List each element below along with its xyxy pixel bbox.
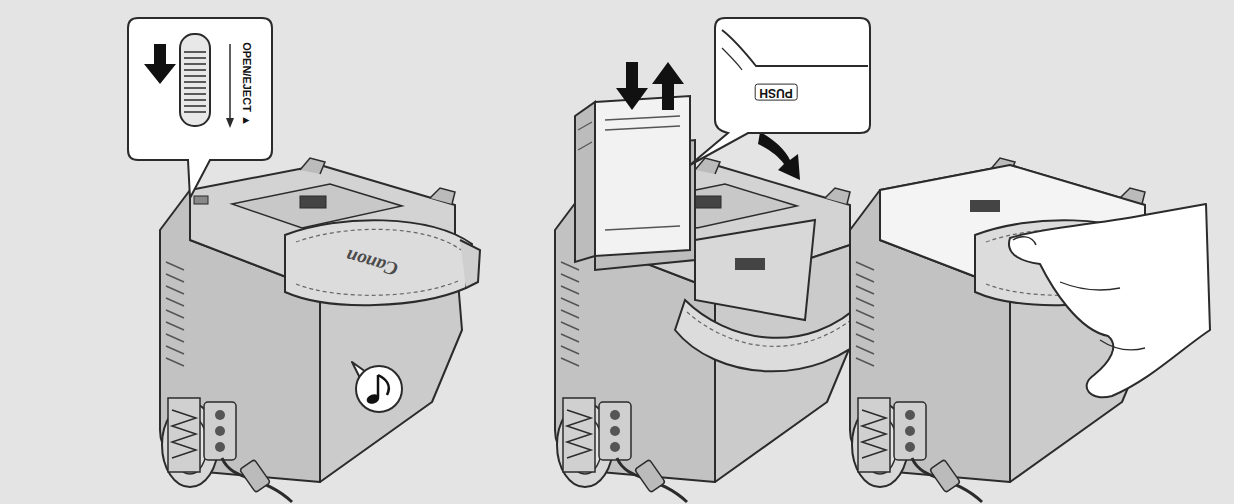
cassette-edge-detail (722, 48, 742, 70)
eject-switch (180, 34, 210, 126)
camcorder-open (687, 312, 861, 346)
insert-arrows (616, 62, 648, 110)
switch-label: OPEN/EJECT ▲ (241, 42, 253, 126)
eject-switch (226, 118, 234, 128)
eject-switch (144, 34, 234, 128)
callout-box: OPEN/EJECT ▲ (128, 18, 272, 160)
beep-icon (378, 375, 389, 395)
callout-bubble (128, 18, 272, 198)
beep-icon (352, 362, 402, 412)
camcorder-open (735, 258, 765, 270)
cassette (575, 102, 595, 262)
beep-icon (377, 375, 380, 397)
camcorder-open (675, 300, 873, 371)
push-label: PUSH (754, 83, 797, 100)
eject-switch (229, 44, 231, 124)
insert-arrows (758, 132, 800, 180)
cassette-edge-detail (722, 30, 868, 66)
cassette-edge-detail (722, 30, 868, 70)
pressing-hand (1009, 204, 1210, 397)
camcorder-closed (160, 158, 462, 502)
cassette (575, 96, 690, 262)
pressing-hand (1013, 237, 1036, 245)
eject-switch (144, 44, 176, 84)
beep-icon (356, 366, 402, 412)
callout-bubble (690, 18, 870, 165)
cassette (578, 122, 592, 150)
cassette-door (695, 220, 815, 320)
cassette (605, 116, 680, 230)
camcorder-closed (285, 220, 480, 305)
eject-switch (184, 52, 206, 112)
insert-arrows (652, 62, 684, 110)
pressing-hand (1060, 282, 1145, 350)
callout-box: PUSH (715, 18, 870, 133)
camcorder-closed (160, 158, 480, 502)
cassette (595, 96, 690, 256)
camcorder-closing (970, 200, 1000, 212)
pressing-hand (1009, 204, 1210, 397)
